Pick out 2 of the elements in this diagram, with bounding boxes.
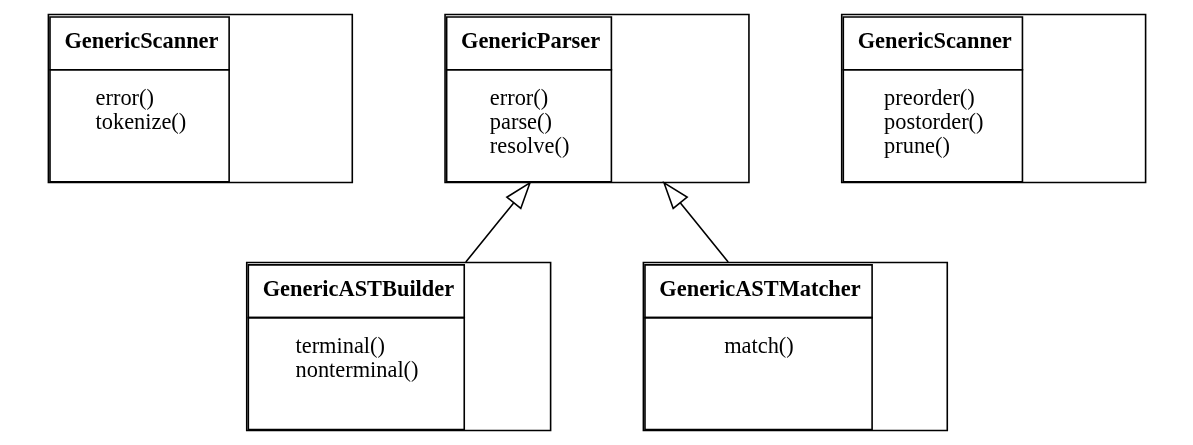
- arrow: [464, 181, 531, 263]
- arrow: [662, 181, 729, 263]
